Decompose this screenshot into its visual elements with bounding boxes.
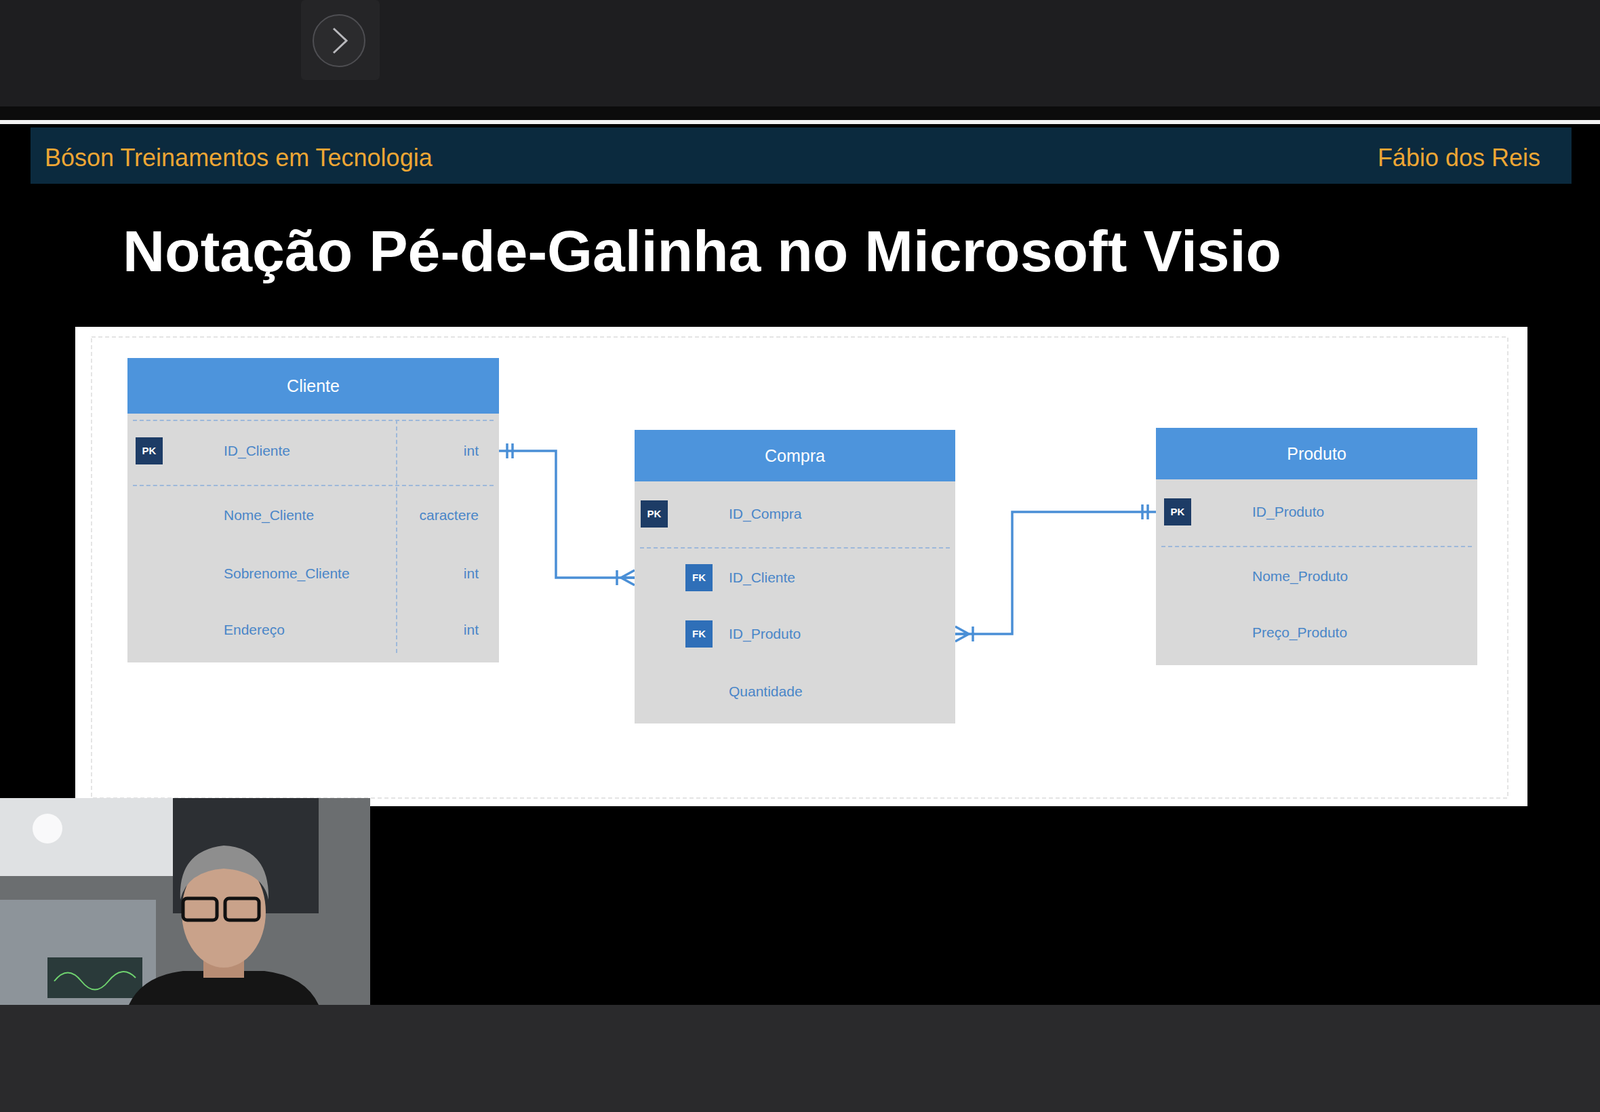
waveform	[54, 971, 136, 990]
page-border	[91, 336, 1508, 798]
diagram-panel	[75, 326, 1528, 807]
column-divider	[395, 419, 398, 653]
webcam-picture	[0, 797, 371, 1005]
light-reflection	[32, 813, 63, 844]
row-separator	[640, 547, 950, 549]
field-type: caractere	[418, 507, 479, 524]
field-name: ID_Compra	[728, 505, 802, 523]
entity-table: ProdutoPK ID_ProdutoNome_ProdutoPreço_Pro…	[1155, 427, 1478, 666]
entity-table: ClientePKID_ClienteintNome_Clientecaract…	[127, 357, 499, 663]
instrument-panel	[0, 899, 156, 1005]
slide-title: Notação Pé-de-Galinha no Microsoft Visio	[122, 218, 1282, 284]
channel-name: Bóson Treinamentos em Tecnologia	[44, 144, 433, 172]
cardinality-mark	[1142, 504, 1148, 520]
glasses-right	[225, 898, 259, 920]
header-band	[30, 127, 1572, 184]
player-top-bar	[0, 0, 1600, 107]
field-name: ID_Cliente	[728, 569, 796, 586]
cardinality-mark	[616, 570, 635, 586]
relationship-line	[498, 450, 635, 578]
table-header: Cliente	[127, 357, 499, 414]
button-area	[301, 0, 380, 80]
field-type: int	[463, 442, 479, 459]
gap-bar	[0, 106, 1600, 121]
field-name: ID_Cliente	[223, 442, 291, 459]
row-separator	[132, 419, 494, 422]
field-name: Preço_Produto	[1252, 624, 1348, 641]
table-header: Compra	[634, 429, 956, 482]
chevron-icon	[333, 28, 347, 53]
fk-badge: FK	[685, 620, 713, 648]
author-name: Fábio dos Reis	[1377, 144, 1541, 172]
fk-badge: FK	[685, 564, 713, 592]
hair	[180, 845, 269, 900]
field-type: int	[463, 621, 479, 638]
field-name: Endereço	[223, 621, 285, 638]
pk-badge: PK	[640, 500, 668, 528]
field-name: Quantidade	[728, 683, 803, 700]
cardinality-mark	[955, 626, 973, 642]
table-header: Produto	[1155, 427, 1478, 480]
row-separator	[132, 484, 494, 487]
glasses-left	[183, 898, 217, 920]
next-button	[313, 14, 365, 67]
field-name: Nome_Produto	[1252, 568, 1348, 585]
field-name: ID_Produto	[1252, 503, 1325, 520]
field-name: Sobrenome_Cliente	[223, 565, 350, 582]
pk-badge: PK	[1164, 498, 1192, 526]
relationship-line	[955, 511, 1156, 634]
oscilloscope-screen	[47, 957, 143, 998]
field-name: ID_Produto	[728, 625, 801, 643]
row-separator	[1161, 545, 1472, 548]
white-rule	[0, 120, 1600, 125]
entity-table: CompraPKID_CompraFKID_ClienteFKID_Produt…	[634, 429, 956, 724]
pk-badge: PK	[135, 437, 163, 465]
player-bottom-bar	[0, 1004, 1600, 1112]
cardinality-mark	[507, 443, 513, 459]
webcam-background	[0, 797, 371, 1005]
field-name: Nome_Cliente	[223, 507, 314, 524]
field-type: int	[463, 565, 479, 582]
